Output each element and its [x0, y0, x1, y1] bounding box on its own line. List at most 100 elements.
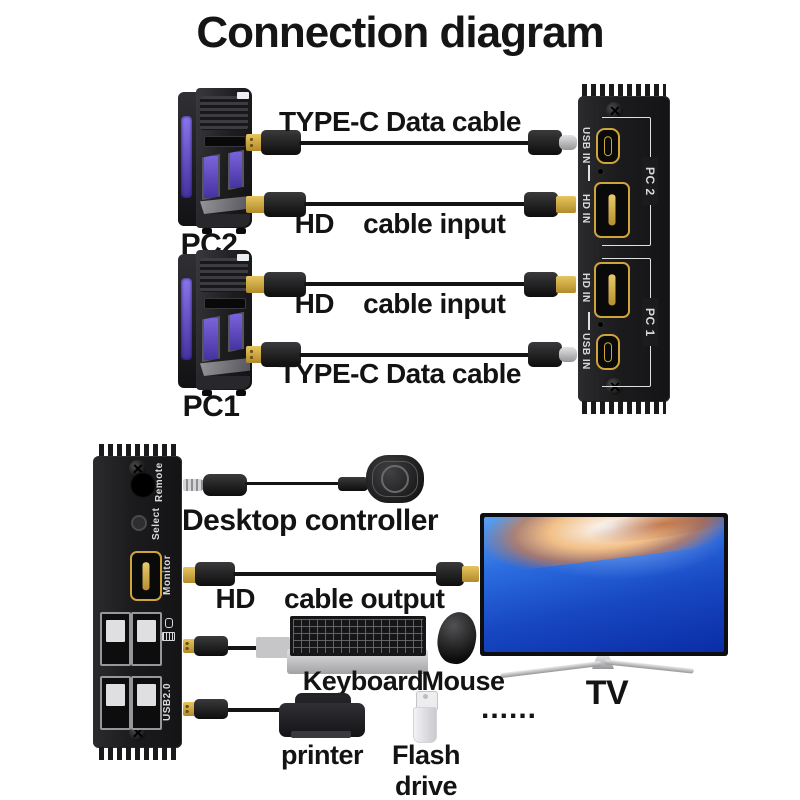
usb-in-label-pc2: USB IN: [580, 126, 591, 164]
hdmi-plug-icon: [556, 196, 576, 213]
hd-in-port-pc1: [594, 262, 630, 318]
pc-window: [181, 278, 192, 360]
switch-pc2-group-label: PC 2: [642, 157, 658, 205]
controller-outline: [372, 461, 418, 497]
pc-accent: [202, 316, 220, 362]
led-indicator: [598, 322, 603, 327]
flash-drive-hole: [423, 694, 428, 699]
tv-image: [480, 513, 728, 656]
printer-cable: [226, 708, 282, 712]
usb20-port-label: USB2.0: [162, 683, 173, 722]
typec-cable-connector: [261, 342, 301, 367]
printer-label: printer: [280, 740, 364, 770]
pc-accent: [202, 154, 220, 200]
typec-plug-icon: [559, 135, 577, 150]
pc-vents: [200, 258, 248, 292]
pc-trim: [200, 196, 250, 214]
pc-trim: [200, 358, 250, 376]
select-button-label: Select: [151, 507, 162, 541]
typec-cable-pc1: [299, 353, 532, 357]
pc2-tower-image: [178, 88, 254, 236]
screw-icon: [606, 102, 623, 119]
hdmi-cable-connector: [436, 562, 464, 586]
hd-cable-input-label-pc2: HD cable input: [294, 208, 506, 239]
hdmi-cable-connector: [195, 562, 235, 586]
tv-label: TV: [585, 674, 629, 712]
usb-cable-connector: [194, 636, 228, 656]
usb2-port: [131, 676, 162, 730]
hd-cable-pc2: [304, 202, 526, 206]
typec-cable-pc2: [299, 141, 532, 145]
pc-foot: [236, 390, 246, 396]
typec-plug-icon: [559, 347, 577, 362]
kb-mouse-port-icons: [162, 618, 175, 641]
pc-foot: [202, 228, 212, 234]
pc-window: [181, 116, 192, 198]
remote-port-label: Remote: [154, 462, 165, 502]
kvm-switch: [578, 96, 670, 402]
usb-plug-icon: [183, 639, 196, 653]
pc1-tower-image: [178, 250, 254, 398]
pc-badge: [237, 92, 249, 99]
typec-cable-connector: [261, 130, 301, 155]
monitor-port: [130, 551, 162, 601]
typec-cable-label-pc2: TYPE-C Data cable: [278, 106, 522, 137]
hd-cable-output-label: HD cable output: [215, 583, 446, 614]
switch-heatsink-bottom: [582, 401, 666, 414]
printer-lid: [295, 693, 351, 706]
label-link-line: [588, 165, 590, 181]
hdmi-cable-connector: [524, 272, 558, 297]
controller-plug: [338, 477, 368, 491]
pc-vents: [200, 96, 248, 130]
desktop-controller-remote: [366, 455, 424, 503]
audio-jack-connector: [203, 474, 247, 496]
pc1-label: PC1: [182, 390, 240, 423]
printer-tray: [291, 731, 351, 738]
remote-jack-port: [130, 472, 156, 498]
keyboard-label: Keyboard: [302, 666, 424, 696]
hdmi-plug-icon: [246, 276, 266, 293]
hd-cable-input-label-pc1: HD cable input: [294, 288, 506, 319]
hdmi-cable-connector: [264, 192, 306, 217]
keyboard-base-edge: [256, 637, 290, 658]
hdmi-cable-connector: [264, 272, 306, 297]
usb-in-label-pc1: USB IN: [580, 332, 591, 370]
tv-screen: [484, 517, 724, 652]
desktop-controller-label: Desktop controller: [182, 504, 439, 537]
switch-pc1-group-label: PC 1: [642, 298, 658, 346]
pc-badge: [237, 254, 249, 261]
controller-button: [381, 465, 409, 493]
led-indicator: [598, 169, 603, 174]
usb-in-port-pc2: [596, 128, 620, 164]
hd-cable-pc1: [304, 282, 526, 286]
select-button: [131, 515, 147, 531]
usb-cable-connector: [194, 699, 228, 719]
switch-heatsink-top: [582, 84, 666, 97]
usb-port: [100, 612, 131, 666]
flash-drive-image: [413, 707, 437, 743]
keyboard-icon: [162, 632, 175, 641]
pc-foot: [236, 228, 246, 234]
usb-plug-icon: [183, 702, 196, 716]
pc-accent: [228, 150, 244, 190]
controller-cable: [245, 482, 341, 485]
hd-in-label-pc2: HD IN: [580, 194, 591, 224]
hdmi-plug-icon: [183, 567, 197, 583]
pc-accent: [228, 312, 244, 352]
hd-output-cable: [233, 572, 439, 576]
usb-port: [131, 612, 162, 666]
audio-jack-plug-icon: [183, 479, 205, 491]
pc-drive-slot: [204, 136, 246, 147]
dock-heatsink-top: [99, 444, 176, 457]
typec-cable-label-pc1: TYPE-C Data cable: [278, 358, 522, 389]
hdmi-cable-connector: [524, 192, 558, 217]
monitor-port-label: Monitor: [162, 554, 173, 596]
usb2-port: [100, 676, 131, 730]
tv-stand-leg: [603, 659, 695, 674]
dock-heatsink-bottom: [99, 747, 176, 760]
hdmi-plug-icon: [462, 566, 479, 582]
hd-in-port-pc2: [594, 182, 630, 238]
usb-plug-icon: [246, 346, 263, 363]
typec-cable-connector: [528, 130, 562, 155]
